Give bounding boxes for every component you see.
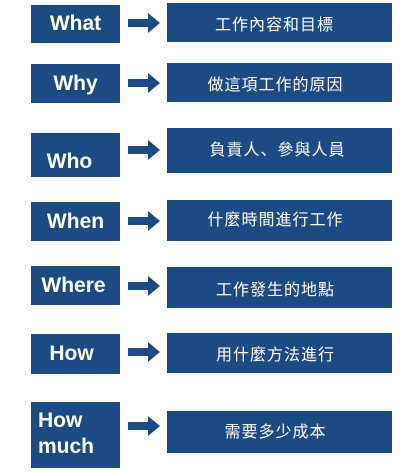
label-box-who: Who: [31, 133, 120, 177]
desc-what: 工作內容和目標: [214, 14, 334, 34]
desc-box-when: 什麼時間進行工作: [167, 200, 392, 241]
arrow-right-icon: [128, 73, 160, 93]
desc-who: 負責人、參與人員: [209, 139, 346, 159]
arrow-right-icon: [128, 211, 160, 231]
label-what: What: [49, 12, 102, 35]
label-box-where: Where: [31, 266, 120, 305]
label-box-how: How: [31, 334, 120, 374]
desc-when: 什麼時間進行工作: [207, 209, 344, 229]
label-box-how-much: How much: [31, 402, 120, 468]
label-when: When: [46, 209, 105, 233]
arrow-right-icon: [128, 13, 160, 33]
desc-box-where: 工作發生的地點: [167, 267, 392, 308]
desc-how-much: 需要多少成本: [224, 422, 327, 441]
desc-box-who: 負責人、參與人員: [167, 128, 392, 173]
label-box-what: What: [31, 5, 120, 43]
arrow-right-icon: [128, 276, 160, 296]
label-who: Who: [46, 150, 93, 173]
arrow-right-icon: [128, 342, 160, 362]
desc-box-how: 用什麼方法進行: [167, 333, 392, 373]
desc-where: 工作發生的地點: [215, 279, 335, 299]
label-box-why: Why: [31, 64, 120, 103]
label-where: Where: [41, 273, 106, 297]
desc-box-what: 工作內容和目標: [167, 3, 392, 42]
desc-how: 用什麼方法進行: [215, 345, 335, 364]
arrow-right-icon: [128, 416, 160, 436]
desc-why: 做這項工作的原因: [207, 74, 344, 94]
label-why: Why: [53, 71, 98, 95]
arrow-right-icon: [128, 140, 160, 160]
desc-box-how-much: 需要多少成本: [167, 411, 392, 453]
label-how: How: [49, 342, 94, 365]
label-how-much: How much: [38, 409, 95, 458]
label-box-when: When: [31, 202, 120, 241]
desc-box-why: 做這項工作的原因: [167, 63, 392, 102]
